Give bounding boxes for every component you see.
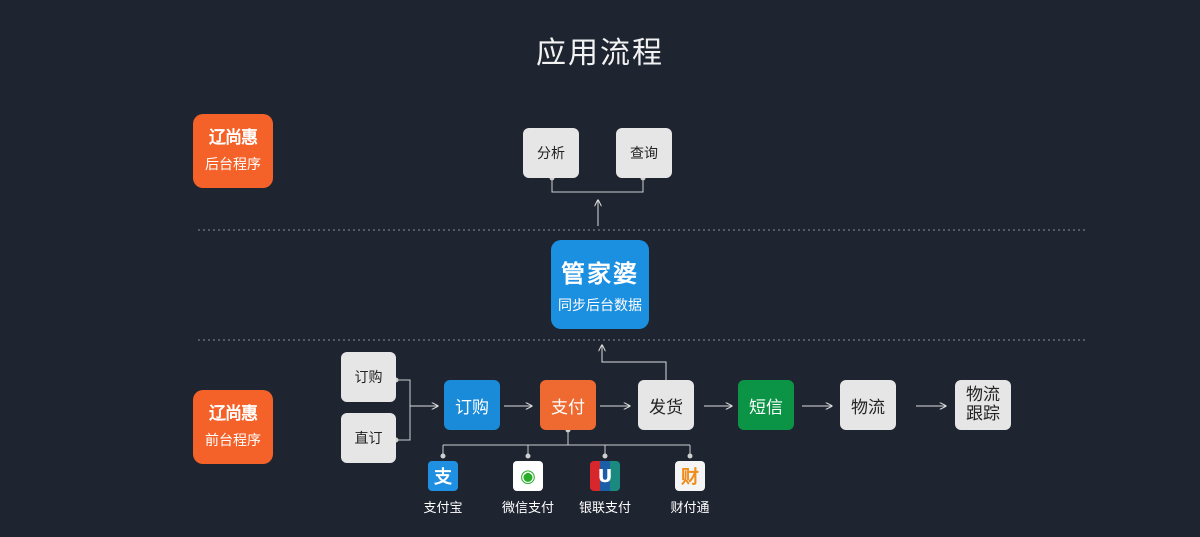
- brand-logo: 辽尚惠: [209, 404, 258, 424]
- flow-pay-box: 支付: [540, 380, 596, 430]
- frontend-program-card: 辽尚惠 前台程序: [193, 390, 273, 464]
- payment-label: 支付宝: [423, 501, 463, 516]
- payment-unionpay: U 银联支付: [565, 461, 645, 516]
- brand-logo: 辽尚惠: [209, 128, 258, 148]
- backend-label: 后台程序: [205, 157, 261, 173]
- tenpay-icon: 财: [675, 461, 705, 491]
- payment-label: 银联支付: [578, 501, 631, 516]
- wechat-pay-icon: ◉: [513, 461, 543, 491]
- page-title: 应用流程: [536, 36, 664, 71]
- flow-tracking-box: 物流 跟踪: [955, 380, 1011, 430]
- alipay-icon: 支: [428, 461, 458, 491]
- guanjiapo-logo: 管家婆: [561, 260, 639, 288]
- payment-label: 财付通: [670, 501, 710, 516]
- source-order-box: 订购: [341, 352, 396, 402]
- flow-ship-box: 发货: [638, 380, 694, 430]
- unionpay-icon: U: [590, 461, 620, 491]
- query-box: 查询: [616, 128, 672, 178]
- flow-sms-box: 短信: [738, 380, 794, 430]
- sync-label: 同步后台数据: [558, 298, 642, 314]
- payment-label: 微信支付: [501, 501, 554, 516]
- flow-logistics-box: 物流: [840, 380, 896, 430]
- analysis-box: 分析: [523, 128, 579, 178]
- backend-program-card: 辽尚惠 后台程序: [193, 114, 273, 188]
- source-direct-box: 直订: [341, 413, 396, 463]
- payment-wechat: ◉ 微信支付: [488, 461, 568, 516]
- payment-alipay: 支 支付宝: [403, 461, 483, 516]
- flow-order-box: 订购: [444, 380, 500, 430]
- payment-tenpay: 财 财付通: [650, 461, 730, 516]
- frontend-label: 前台程序: [205, 433, 261, 449]
- sync-backend-card: 管家婆 同步后台数据: [551, 240, 649, 329]
